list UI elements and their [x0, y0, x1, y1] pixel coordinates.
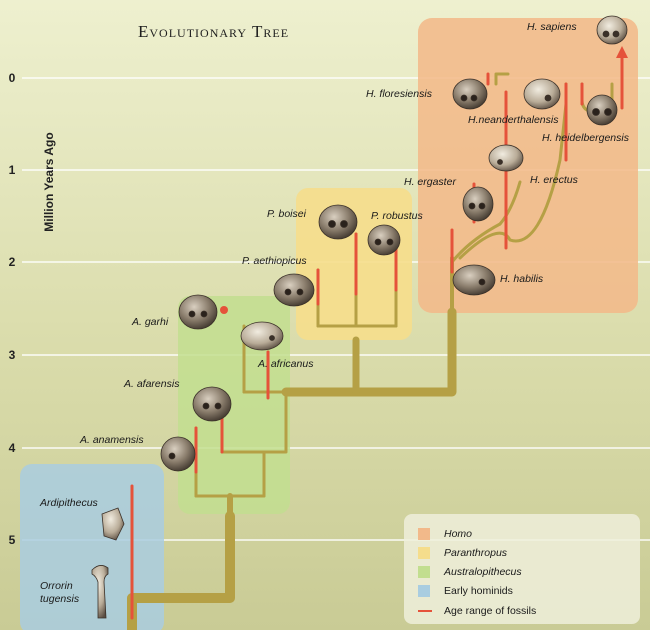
label-h-floresiensis: H. floresiensis	[366, 88, 432, 100]
y-tick-3: 3	[8, 348, 16, 362]
trunk-upper	[281, 307, 457, 397]
y-tick-4: 4	[8, 441, 16, 455]
label-h-neanderthalensis: H.neanderthalensis	[468, 114, 559, 126]
label-h-sapiens: H. sapiens	[527, 21, 577, 33]
label-a-afarensis: A. afarensis	[124, 378, 180, 390]
skull-floresiensis-icon	[452, 78, 488, 110]
skull-habilis-icon	[452, 264, 496, 296]
legend-label-fossil-range: Age range of fossils	[444, 605, 537, 617]
skull-neanderthalensis-icon	[523, 78, 561, 110]
heidelbergensis-curve	[458, 102, 568, 260]
skull-garhi-icon	[178, 294, 218, 330]
legend-swatch-early-hominids	[418, 585, 430, 597]
ergaster-curve	[450, 222, 502, 264]
y-tick-0: 0	[8, 71, 16, 85]
fossil-age-ranges	[130, 52, 624, 620]
diagram-title: Evolutionary Tree	[138, 22, 290, 41]
label-h-heidelbergensis: H. heidelbergensis	[542, 132, 629, 144]
legend-swatch-australopithecus	[418, 566, 430, 578]
skull-ergaster-icon	[462, 186, 494, 222]
legend-item-homo: Homo	[418, 528, 472, 540]
label-h-erectus: H. erectus	[530, 174, 578, 186]
legend-swatch-homo	[418, 528, 430, 540]
skull-images	[91, 15, 628, 619]
legend-swatch-paranthropus	[418, 547, 430, 559]
y-tick-5: 5	[8, 533, 16, 547]
skull-aethiopicus-icon	[273, 273, 315, 307]
erectus-curve	[498, 180, 522, 226]
legend-item-paranthropus: Paranthropus	[418, 547, 507, 559]
early-hominids-group-box	[20, 464, 164, 630]
skull-heidelbergensis-icon	[586, 94, 618, 126]
legend-item-australopithecus: Australopithecus	[418, 566, 522, 578]
y-tick-1: 1	[8, 163, 16, 177]
legend-item-fossil-range: Age range of fossils	[418, 605, 536, 617]
label-p-robustus: P. robustus	[371, 210, 423, 222]
skull-boisei-icon	[318, 204, 358, 240]
australopithecus-group-box	[178, 296, 290, 514]
legend-label-early-hominids: Early hominids	[444, 585, 513, 597]
fossil-orrorin-femur-icon	[91, 565, 109, 619]
legend-label-homo: Homo	[444, 528, 473, 540]
label-h-habilis: H. habilis	[500, 273, 544, 285]
label-tugensis: tugensis	[40, 593, 80, 605]
skull-erectus-icon	[488, 144, 524, 172]
label-h-ergaster: H. ergaster	[404, 176, 456, 188]
garhi-range-dot	[220, 306, 228, 314]
label-a-garhi: A. garhi	[132, 316, 169, 328]
skull-afarensis-icon	[192, 386, 232, 422]
legend-item-early-hominids: Early hominids	[418, 585, 513, 597]
label-a-africanus: A. africanus	[258, 358, 314, 370]
legend: Homo Paranthropus Australopithecus Early…	[404, 514, 640, 624]
skull-robustus-icon	[367, 224, 401, 256]
label-ardipithecus: Ardipithecus	[40, 497, 98, 509]
y-tick-2: 2	[8, 255, 16, 269]
label-p-boisei: P. boisei	[267, 208, 306, 220]
sapiens-arrowhead	[616, 46, 628, 58]
floresiensis-branch	[494, 72, 510, 86]
y-axis-label: Million Years Ago	[42, 132, 56, 232]
legend-label-paranthropus: Paranthropus	[444, 547, 508, 559]
label-a-anamensis: A. anamensis	[80, 434, 144, 446]
fossil-ardipithecus-icon	[101, 507, 125, 541]
legend-swatch-fossil-range	[418, 610, 432, 612]
skull-sapiens-icon	[596, 15, 628, 45]
label-orrorin: Orrorin	[40, 580, 73, 592]
aus-to-upper-branch	[262, 390, 288, 454]
legend-label-australopithecus: Australopithecus	[444, 566, 522, 578]
skull-africanus-icon	[240, 321, 284, 351]
skull-anamensis-icon	[160, 436, 196, 472]
label-p-aethiopicus: P. aethiopicus	[242, 255, 307, 267]
